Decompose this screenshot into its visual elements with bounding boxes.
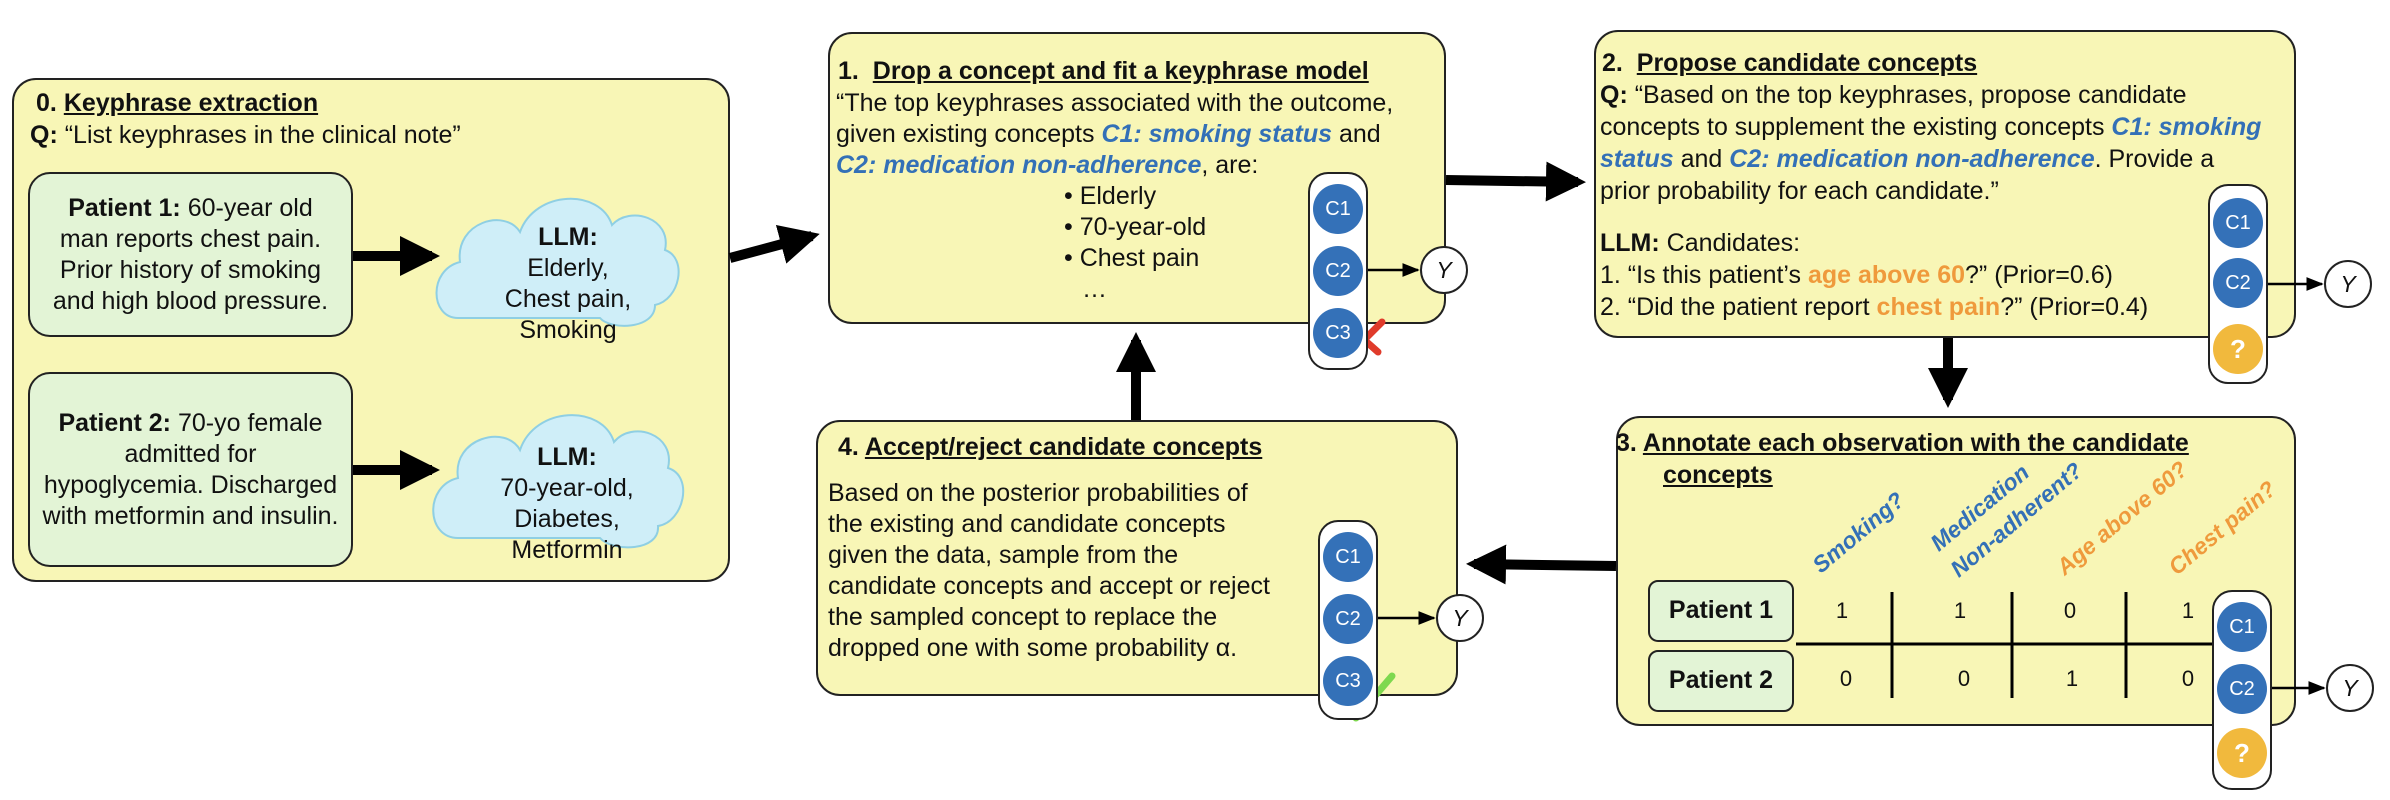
cell-p1-age: 0 [2063, 598, 2077, 623]
panel2-candidate-2: 2. “Did the patient report chest pain?” … [1600, 293, 2149, 321]
concept-c1-node: C1 [2217, 602, 2267, 652]
candidate-concept-node: ? [2217, 728, 2267, 778]
panel1-line2: given existing concepts C1: smoking stat… [836, 120, 1381, 148]
row-label-patient-1: Patient 1 [1648, 580, 1794, 642]
panel4-line-1: Based on the posterior probabilities of [828, 479, 1248, 507]
arrow-panel3-to-panel4 [1466, 544, 1617, 585]
concept-c2-node: C2 [1323, 594, 1373, 644]
panel4-line-2: the existing and candidate concepts [828, 510, 1226, 538]
patient2-note: Patient 2: 70-yo female admitted for hyp… [28, 372, 353, 567]
panel0-title: 0. Keyphrase extraction [36, 89, 319, 117]
llm-cloud-2 [432, 414, 685, 549]
outcome-y-node: Y [2324, 260, 2372, 308]
cell-p1-chest-pain: 1 [2181, 598, 2195, 623]
panel1-bullet-1: • Elderly [1064, 182, 1157, 210]
panel4-line-5: the sampled concept to replace the [828, 603, 1218, 631]
cell-p2-smoking: 0 [1839, 666, 1853, 691]
panel4-line-3: given the data, sample from the [828, 541, 1179, 569]
panel1-bullet-2: • 70-year-old [1064, 213, 1207, 241]
cell-p2-age: 1 [2065, 666, 2079, 691]
concept-c1-node: C1 [2213, 198, 2263, 248]
concept-c1-node: C1 [1313, 184, 1363, 234]
panel3-title-line2: concepts [1663, 461, 1773, 489]
panel2-q-line3: status and C2: medication non-adherence.… [1600, 145, 2215, 173]
panel2-title: 2. Propose candidate concepts [1602, 49, 1978, 77]
cell-p1-medication: 1 [1953, 598, 1967, 623]
arrow-panel1-to-panel2 [1445, 161, 1586, 202]
concept-c3-node: C3 [1323, 656, 1373, 706]
panel1-bullet-4: … [1082, 275, 1107, 303]
llm-output-1: LLM: Elderly, Chest pain, Smoking [504, 223, 632, 344]
panel4-line-4: candidate concepts and accept or reject [828, 572, 1270, 600]
outcome-y-node: Y [1436, 594, 1484, 642]
concept-c2-node: C2 [1313, 246, 1363, 296]
concept-c2-node: C2 [2213, 258, 2263, 308]
panel2-candidate-1: 1. “Is this patient’s age above 60?” (Pr… [1600, 261, 2113, 289]
concept-c1-node: C1 [1323, 532, 1373, 582]
panel3-title-line1: 3. Annotate each observation with the ca… [1616, 429, 2189, 457]
concept-c3-node: C3 [1313, 308, 1363, 358]
panel4-title: 4. Accept/reject candidate concepts [838, 433, 1263, 461]
arrow-panel0-to-panel1 [728, 224, 820, 264]
llm-cloud-1 [435, 197, 680, 327]
panel1-title: 1. Drop a concept and fit a keyphrase mo… [838, 57, 1369, 85]
llm-output-2: LLM: 70-year-old, Diabetes, Metformin [500, 443, 634, 564]
outcome-y-node: Y [2326, 664, 2374, 712]
cell-p2-chest-pain: 0 [2181, 666, 2195, 691]
panel-propose-candidates [1594, 30, 2296, 338]
panel1-bullet-3: • Chest pain [1064, 244, 1200, 272]
panel2-q-line4: prior probability for each candidate.” [1600, 177, 1999, 205]
panel2-llm-line: LLM: Candidates: [1600, 229, 1801, 257]
panel2-q-line2: concepts to supplement the existing conc… [1600, 113, 2262, 141]
outcome-y-node: Y [1420, 246, 1468, 294]
panel1-line1: “The top keyphrases associated with the … [836, 89, 1394, 117]
patient1-note: Patient 1: 60-year old man reports chest… [28, 172, 353, 337]
panel1-line3: C2: medication non-adherence, are: [836, 151, 1259, 179]
concept-c2-node: C2 [2217, 664, 2267, 714]
cell-p2-medication: 0 [1957, 666, 1971, 691]
cell-p1-smoking: 1 [1835, 598, 1849, 623]
panel0-question: Q: “List keyphrases in the clinical note… [30, 121, 461, 149]
candidate-concept-node: ? [2213, 324, 2263, 374]
panel4-line-6: dropped one with some probability α. [828, 634, 1238, 662]
panel2-q-line1: Q: “Based on the top keyphrases, propose… [1600, 81, 2187, 109]
row-label-patient-2: Patient 2 [1648, 650, 1794, 712]
